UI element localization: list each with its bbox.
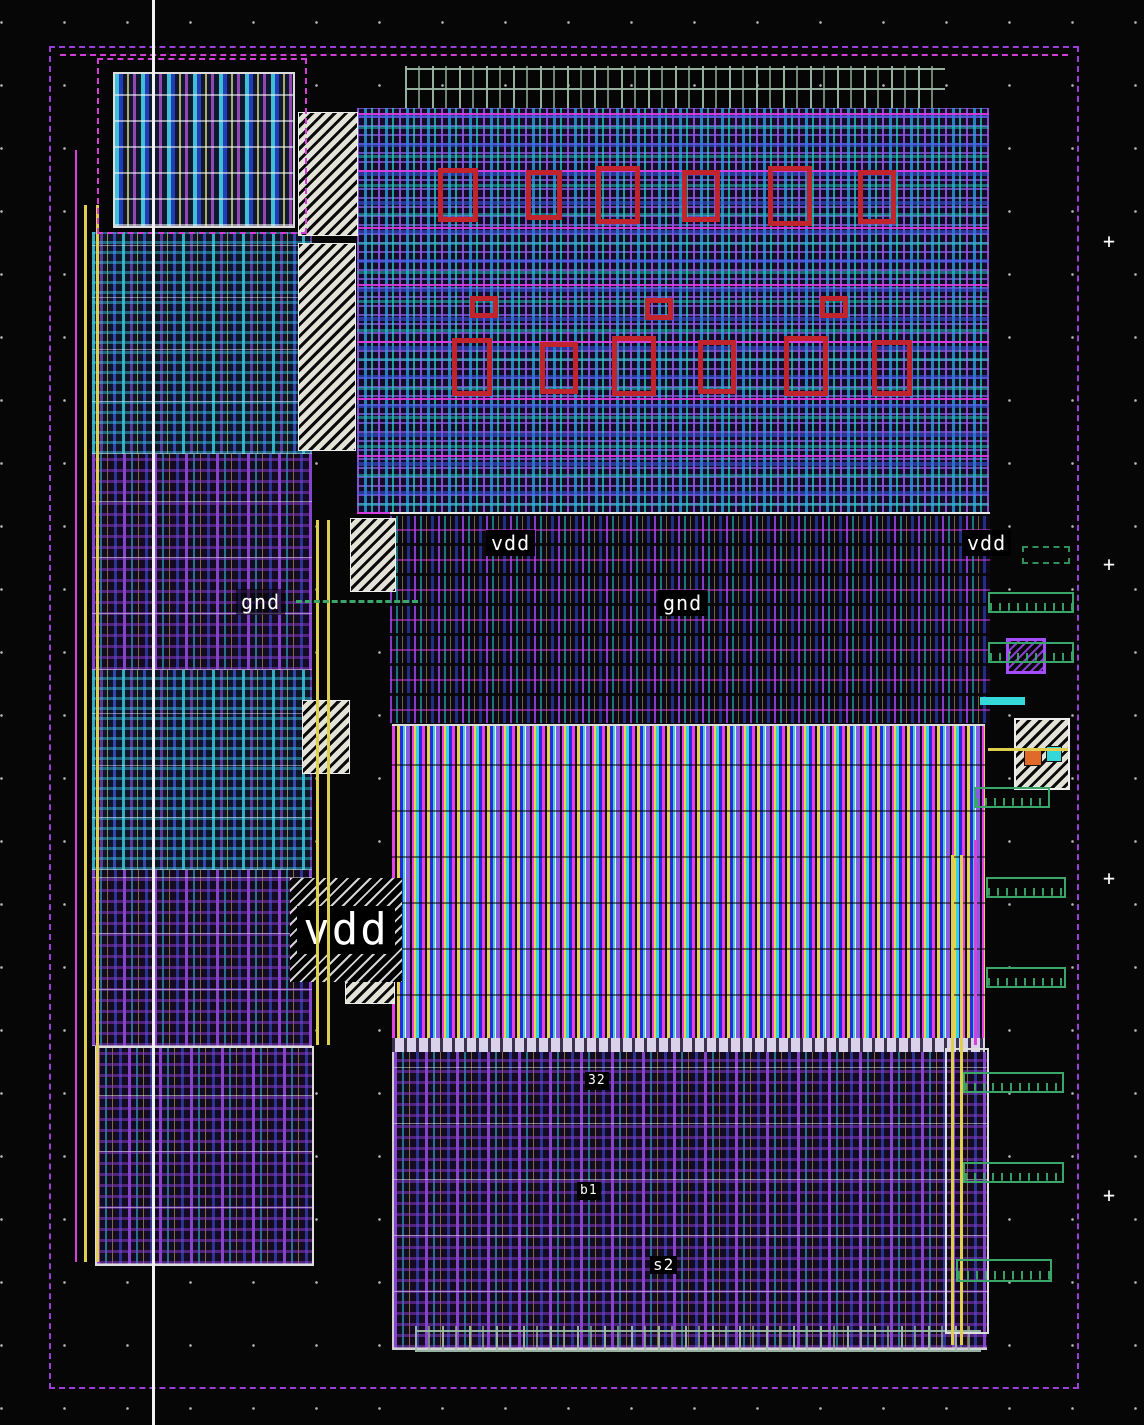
nwell-tick-bar — [974, 787, 1050, 808]
nwell-tick-bar — [988, 592, 1074, 613]
poly-red-ring — [768, 166, 812, 226]
metal3-wire-vertical — [327, 520, 330, 1045]
chip-boundary-dashed — [49, 46, 1079, 1389]
routing-channel-block[interactable] — [392, 724, 985, 1042]
poly-red-ring — [645, 298, 673, 320]
topleft-cell-cluster[interactable] — [113, 72, 295, 228]
grid-plus-mark: + — [1103, 1183, 1116, 1207]
nwell-tick-bar — [988, 642, 1074, 663]
metal3-wire-vertical — [84, 205, 87, 1262]
grid-plus-mark: + — [1103, 229, 1116, 253]
chip-boundary-top-dashed — [60, 54, 1068, 56]
left-block-row4[interactable] — [92, 670, 312, 870]
metal2-wire-vertical — [75, 150, 77, 1262]
metal3-wire-vertical — [960, 855, 963, 1345]
well-hatch-region — [350, 518, 396, 592]
top-io-comb-row — [405, 66, 945, 110]
nwell-dashed-wire — [296, 600, 418, 603]
poly-red-ring — [470, 296, 498, 318]
vdd-label-left: vdd — [486, 530, 536, 556]
poly-red-ring — [682, 170, 720, 222]
nwell-tick-bar — [956, 1259, 1052, 1282]
nwell-tick-bar — [986, 967, 1066, 988]
power-rail-band[interactable] — [390, 512, 990, 726]
cursor-crosshair-line[interactable] — [152, 0, 155, 1425]
poly-red-ring — [698, 340, 736, 394]
nwell-dashed-stub — [1022, 546, 1070, 564]
poly-red-ring — [612, 336, 656, 396]
bottom-cell-band[interactable] — [392, 1052, 987, 1350]
net-label: s2 — [650, 1256, 678, 1274]
well-hatch-region — [298, 112, 358, 236]
poly-red-ring — [540, 342, 578, 394]
poly-red-ring — [820, 296, 848, 318]
well-hatch-region — [298, 243, 356, 451]
channel-divider-row — [392, 1038, 985, 1052]
topleft-cluster-boundary — [97, 58, 307, 234]
grid-plus-mark: + — [1103, 552, 1116, 576]
left-block-row6[interactable] — [95, 1046, 314, 1266]
net-label: b1 — [577, 1182, 601, 1200]
poly-red-ring — [452, 338, 492, 396]
poly-red-ring — [784, 336, 828, 396]
net-label: 32 — [585, 1072, 609, 1090]
metal3-wire-vertical — [951, 855, 954, 1345]
grid-plus-mark: + — [1103, 866, 1116, 890]
metal3-wire-horizontal — [988, 748, 1068, 751]
vdd-label-right: vdd — [962, 530, 1012, 556]
bottom-band-corner-outline — [945, 1048, 989, 1334]
poly-red-ring — [526, 170, 562, 220]
cyan-strap — [980, 697, 1025, 705]
metal2-wire-vertical — [974, 840, 977, 1045]
poly-red-ring — [858, 170, 896, 224]
left-block-row2[interactable] — [92, 232, 312, 454]
cell-array-block[interactable] — [357, 108, 989, 514]
metal3-wire-vertical — [96, 205, 99, 1262]
well-hatch-region — [302, 700, 350, 774]
poly-red-ring — [872, 340, 912, 396]
poly-red-ring — [596, 166, 640, 224]
gnd-label-left: gnd — [236, 589, 286, 615]
nwell-tick-bar — [963, 1162, 1064, 1183]
left-block-row5[interactable] — [92, 870, 312, 1046]
nwell-tick-bar — [963, 1072, 1064, 1093]
metal3-wire-vertical — [316, 520, 319, 1045]
left-block-row3[interactable] — [92, 454, 312, 670]
nwell-tick-bar — [986, 877, 1066, 898]
gnd-label-center: gnd — [658, 590, 708, 616]
poly-red-ring — [438, 168, 478, 222]
bottom-io-comb-row — [415, 1326, 981, 1352]
